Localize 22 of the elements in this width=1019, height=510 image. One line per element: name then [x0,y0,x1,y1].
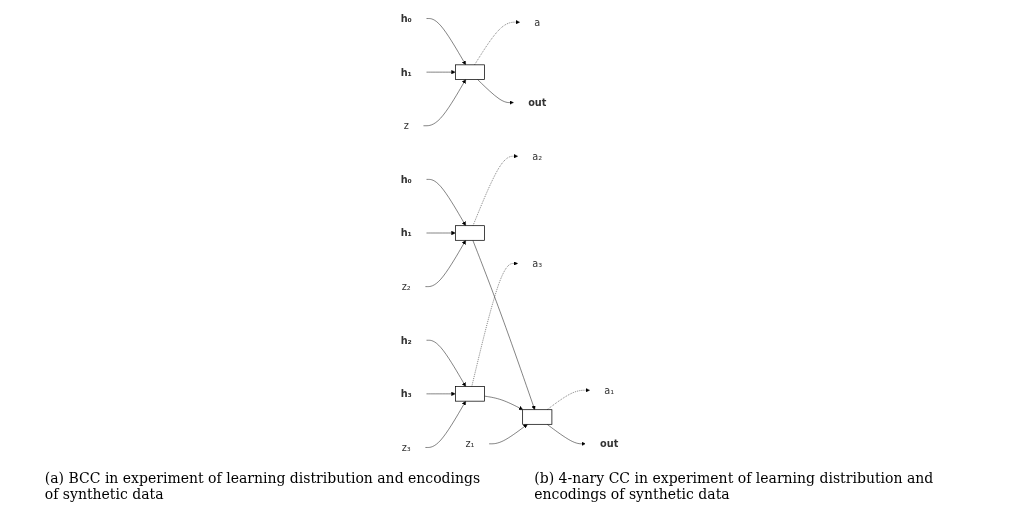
node-text: h₀ [400,12,412,25]
node-text: h₂ [400,334,412,347]
node-text: z₁ [465,437,475,450]
node-box [455,225,485,241]
node-text: z [403,119,409,132]
node-box [455,64,485,80]
node-text: out [600,437,619,450]
node-text: h₁ [400,66,412,78]
caption-text: (a) BCC in experiment of learning distribution and encodings of synthetic data [44,470,482,502]
node-text: a₃ [532,257,543,270]
node-text: a [534,16,541,29]
node-text: a₁ [604,384,615,397]
node-text: h₃ [400,388,412,400]
node-text: out [528,96,547,109]
node-text: z₃ [401,441,411,454]
caption-text: (b) 4-nary CC in experiment of learning distribution and encodings of synthetic data [534,470,935,502]
node-box [522,409,553,425]
node-text: z₂ [401,280,411,293]
node-text: a₂ [532,150,543,163]
node-box [455,386,485,402]
node-text: h₁ [400,227,412,239]
node-text: h₀ [400,173,412,186]
